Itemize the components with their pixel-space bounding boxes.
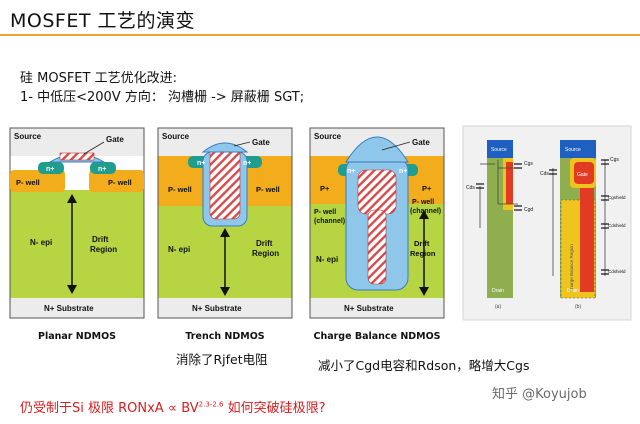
cap-a-drain-label: Drain bbox=[492, 288, 504, 294]
planar-pwell-left: P- well bbox=[16, 178, 40, 187]
charge-pplus-right: P+ bbox=[422, 184, 432, 193]
charge-pwell-left-channel: (channel) bbox=[314, 218, 345, 225]
caption-trench: Trench NDMOS bbox=[185, 331, 265, 342]
cap-b-cds-label: Cds bbox=[540, 171, 549, 177]
trench-pwell-right: P- well bbox=[256, 185, 280, 194]
cap-a-cds-label: Cds bbox=[466, 185, 475, 191]
planar-nplus-left: n+ bbox=[46, 166, 54, 173]
planar-nplus-right: n+ bbox=[98, 166, 106, 173]
planar-substrate-label: N+ Substrate bbox=[44, 304, 94, 313]
silicon-limit-exponent: 2.3-2.6 bbox=[198, 400, 224, 409]
silicon-limit-question: 如何突破硅极限? bbox=[223, 401, 326, 416]
cap-a-cgd-label: Cgd bbox=[524, 207, 533, 213]
cap-b-drain-label: Drain bbox=[567, 288, 579, 294]
charge-drift-label: Drift bbox=[414, 239, 430, 248]
capacitance-model-a bbox=[476, 140, 522, 298]
planar-source-label: Source bbox=[14, 132, 42, 141]
charge-pwell-left: P- well bbox=[314, 209, 336, 216]
trench-gate-label: Gate bbox=[252, 138, 270, 147]
charge-region-label: Region bbox=[410, 249, 436, 258]
charge-nepi-label: N- epi bbox=[316, 255, 338, 264]
planar-region-label: Region bbox=[90, 245, 117, 254]
planar-nepi-label: N- epi bbox=[30, 238, 52, 247]
cap-a-cgs-label: Cgs bbox=[524, 161, 533, 167]
intro-line-2: 1- 中低压<200V 方向： 沟槽栅 -> 屏蔽栅 SGT; bbox=[20, 90, 305, 105]
silicon-limit-text: 仍受制于Si 极限 RONxA ∝ BV bbox=[20, 401, 199, 416]
trench-nepi-label: N- epi bbox=[168, 245, 190, 254]
trench-note: 消除了Rjfet电阻 bbox=[176, 352, 268, 367]
trench-source-label: Source bbox=[162, 132, 190, 141]
intro-line-1: 硅 MOSFET 工艺优化改进: bbox=[20, 71, 177, 86]
title-divider bbox=[0, 34, 640, 36]
planar-drift-label: Drift bbox=[92, 235, 109, 244]
caption-planar: Planar NDMOS bbox=[37, 331, 116, 342]
cap-b-side-label: Charge Balance Region bbox=[569, 244, 574, 292]
planar-gate-label: Gate bbox=[106, 135, 124, 144]
cap-b-cgs-label: Cgs bbox=[610, 157, 619, 163]
charge-balance-structure bbox=[309, 127, 445, 319]
charge-pwell-right-channel: (channel) bbox=[410, 208, 441, 215]
trench-drift-label: Drift bbox=[256, 239, 273, 248]
cap-b-source-label: Source bbox=[565, 147, 581, 153]
charge-nplus-right: n+ bbox=[399, 168, 407, 175]
charge-substrate-label: N+ Substrate bbox=[344, 304, 394, 313]
cap-b-cdshield-label-1: Cdshield bbox=[608, 223, 626, 228]
trench-nplus-right: n+ bbox=[243, 160, 251, 167]
trench-nplus-left: n+ bbox=[197, 160, 205, 167]
trench-pwell-left: P- well bbox=[168, 185, 192, 194]
silicon-limit-note: 仍受制于Si 极限 RONxA ∝ BV2.3-2.6 如何突破硅极限? bbox=[20, 397, 326, 416]
trench-region-label: Region bbox=[252, 249, 279, 258]
charge-gate-label: Gate bbox=[412, 138, 430, 147]
cap-b-cgshield-label: Cgshield bbox=[608, 195, 626, 200]
planar-pwell-right: P- well bbox=[108, 178, 132, 187]
cap-a-caption: (a) bbox=[495, 304, 501, 310]
charge-pwell-right: P- well bbox=[412, 199, 434, 206]
caption-charge-balance: Charge Balance NDMOS bbox=[313, 331, 441, 342]
charge-balance-note: 减小了Cgd电容和Rdson，略增大Cgs bbox=[318, 358, 530, 373]
cap-b-cdshield-label-2: Cdshield bbox=[608, 269, 626, 274]
planar-structure bbox=[9, 127, 145, 319]
capacitance-model-b bbox=[549, 140, 609, 299]
charge-pplus-left: P+ bbox=[320, 184, 330, 193]
watermark: 知乎 @Koyujob bbox=[492, 387, 587, 402]
slide-title: MOSFET 工艺的演变 bbox=[10, 10, 195, 32]
trench-structure bbox=[157, 127, 293, 319]
cap-b-caption: (b) bbox=[575, 304, 581, 310]
cap-a-source-label: Source bbox=[491, 147, 507, 153]
cap-b-gate-label: Gate bbox=[577, 172, 588, 178]
charge-nplus-left: n+ bbox=[347, 168, 355, 175]
charge-source-label: Source bbox=[314, 132, 342, 141]
trench-substrate-label: N+ Substrate bbox=[192, 304, 242, 313]
